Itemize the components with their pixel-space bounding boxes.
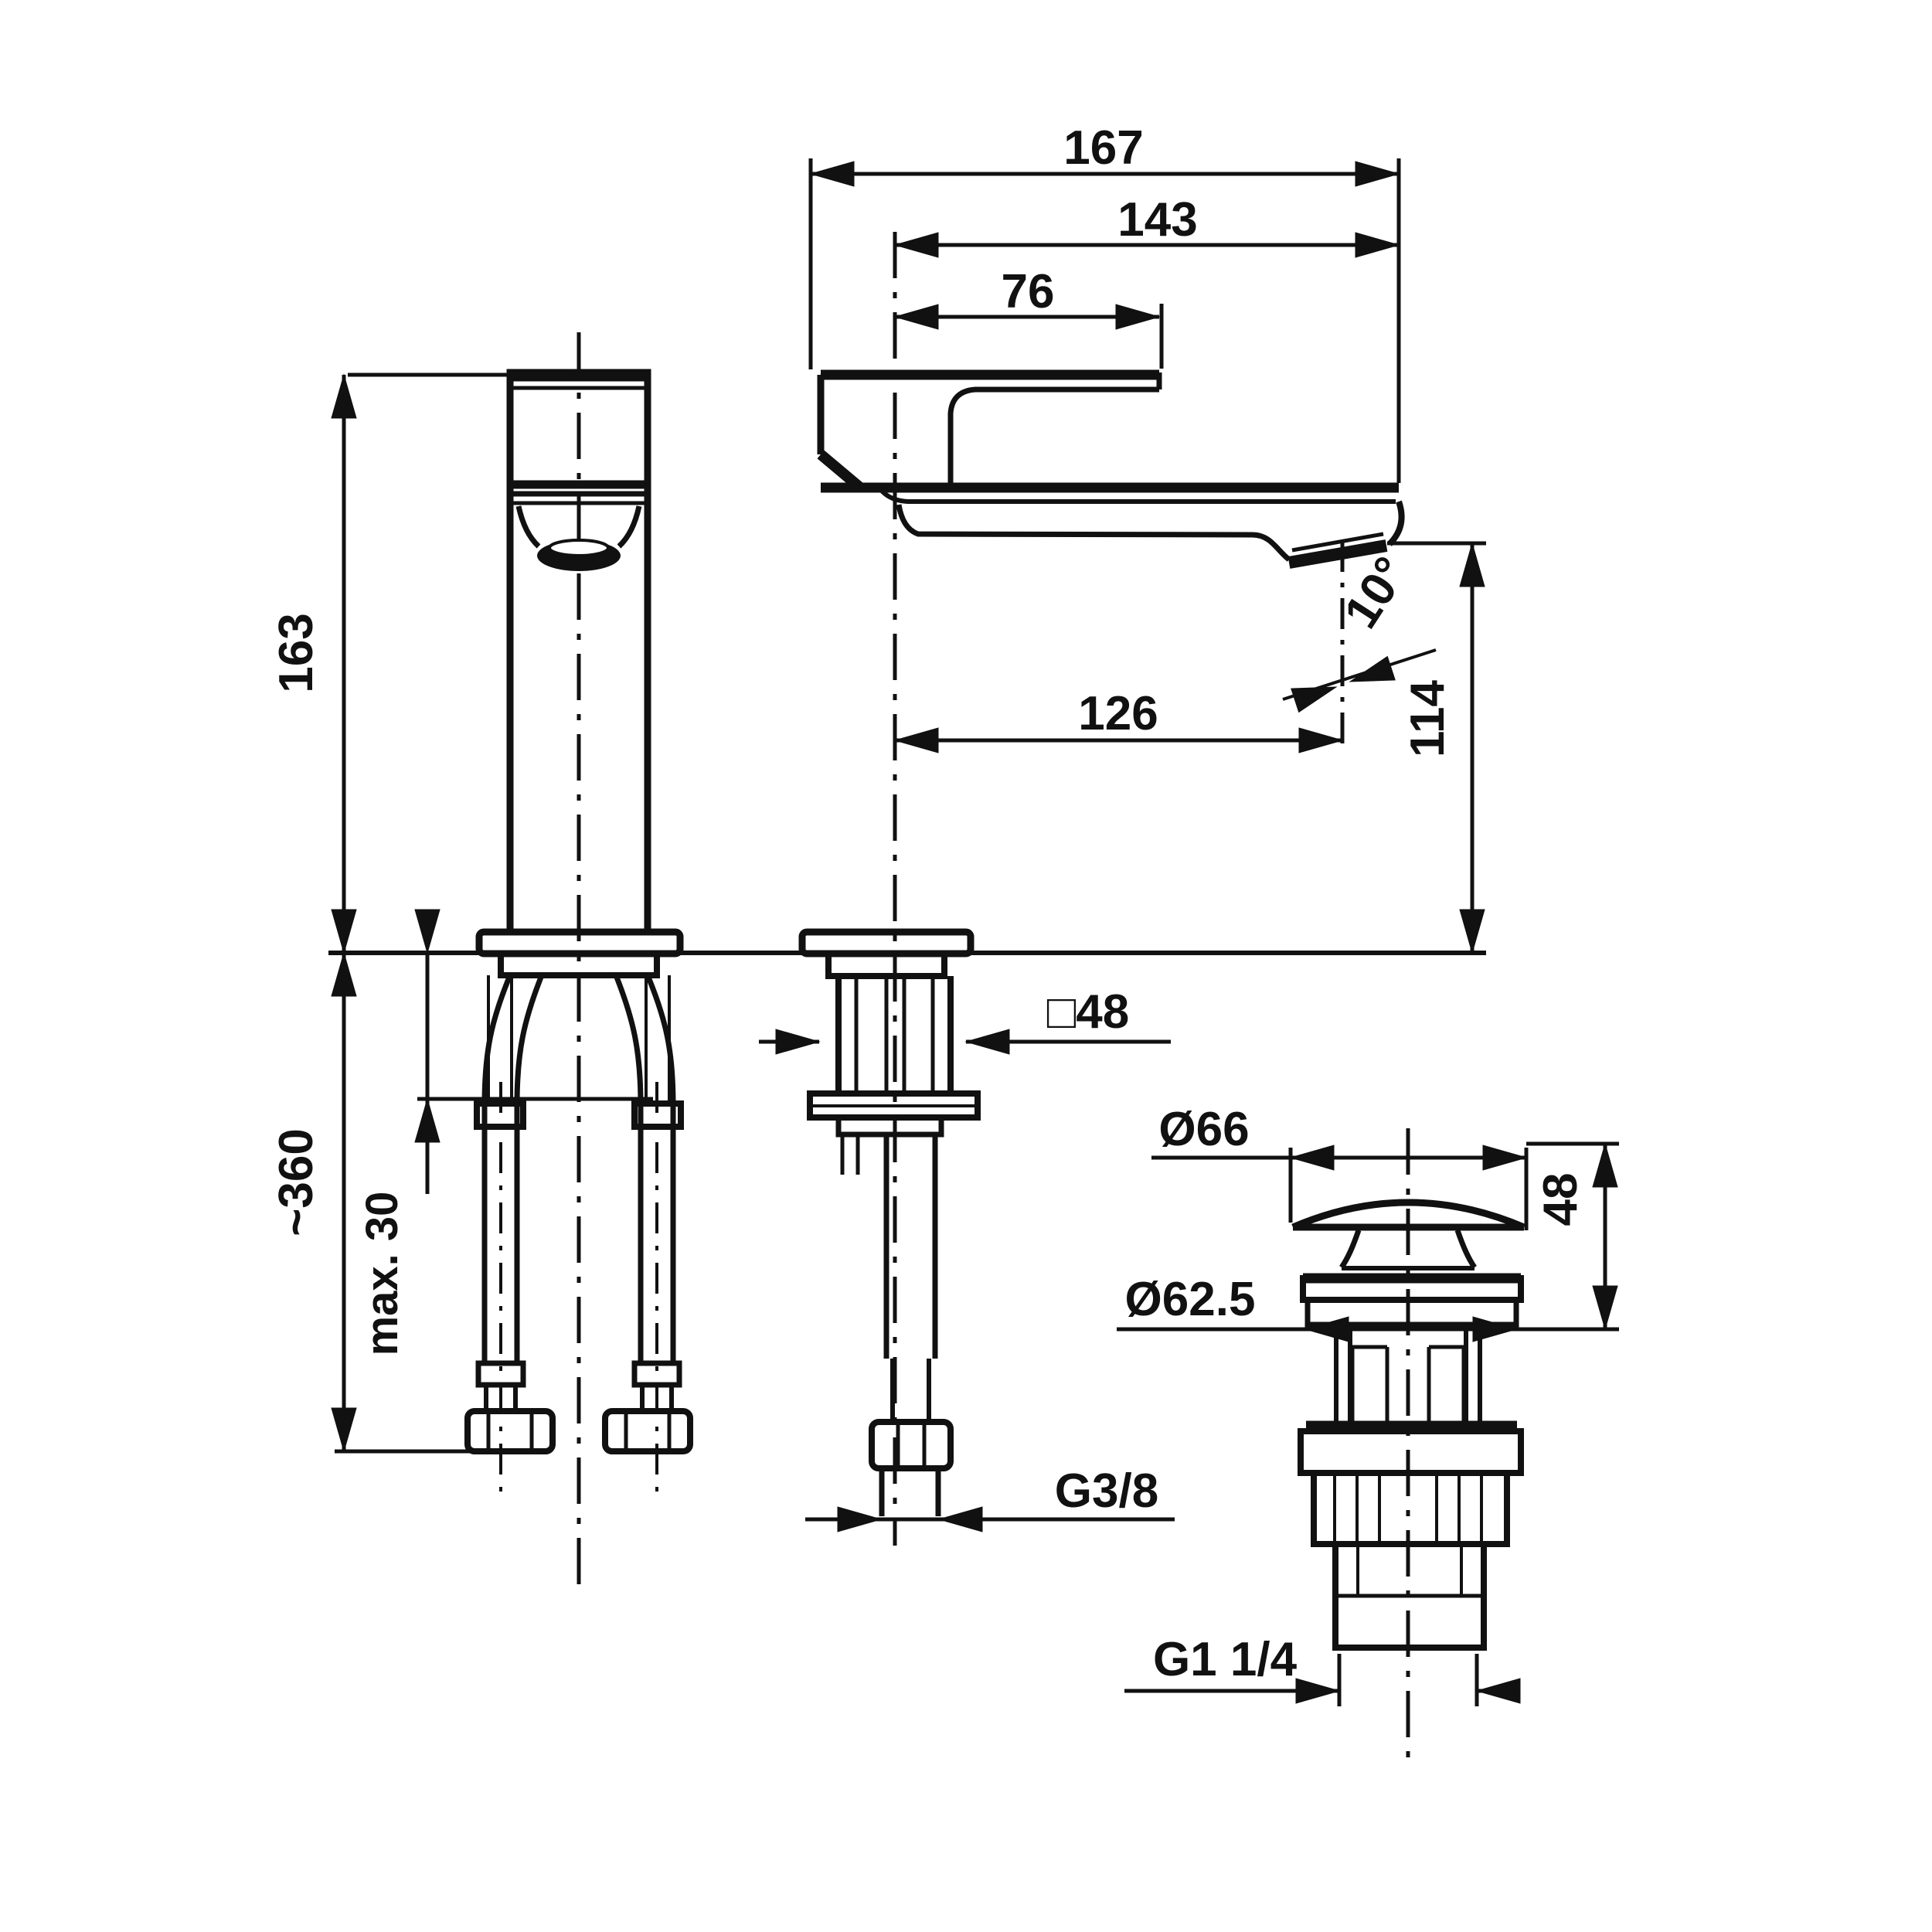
arrow-g114-left [1295,1678,1341,1704]
arrow-g38-left [837,1506,883,1532]
front-aerator-recess-right [617,505,642,549]
front-hose-left-inner [514,974,545,1363]
front-hose-neck-left [484,1385,518,1411]
front-hose-nut-left-facets [486,1411,534,1451]
front-locking-washer [498,951,660,978]
drain-stem-right [1454,1229,1477,1269]
arrow-76-right [1115,304,1161,330]
front-hose-nut-right-facets [624,1411,672,1451]
arrow-66-right [1482,1145,1528,1171]
arrow-143-right [1355,232,1400,258]
side-mounting-nut [835,1114,944,1138]
front-hose-right-outer [645,974,676,1363]
side-spout-front-face [1387,500,1405,546]
side-threaded-stud [840,1134,860,1175]
side-supply-pipe [883,1134,938,1359]
drain-cap-dome [1291,1199,1526,1231]
arrow-g38-right [937,1506,983,1532]
arrow-48sq-left [775,1029,821,1055]
dim-label-total-depth: 167 [1063,121,1143,175]
arrow-76-left [893,304,939,330]
side-spout-top-inner [879,488,1396,504]
side-shank-inner [854,976,935,1094]
dim-label-supply-thread: G3/8 [1055,1464,1158,1518]
arrow-167-right [1355,161,1400,187]
front-hose-right-inner [613,974,644,1363]
arrow-g114-right [1475,1678,1521,1704]
side-shank-outer [835,976,954,1094]
dim-label-spout-projection: 126 [1078,687,1158,740]
front-hose-neck-right [640,1385,674,1411]
dim-label-spout-height: 114 [1401,679,1454,757]
arrow-62-5-right [1472,1316,1518,1342]
dim-label-drain-height: 48 [1534,1173,1587,1226]
arrow-48-top [1592,1142,1618,1188]
side-aerator-face [1287,539,1388,569]
dim-label-body-square: □48 [1047,985,1129,1039]
drain-stem-left [1339,1229,1362,1269]
side-supply-pipe-neck [890,1359,931,1422]
arrow-48sq-right [964,1029,1010,1055]
front-aerator-ring [548,539,610,557]
drain-body-band [1304,1297,1519,1328]
dim-label-drain-thread: G1 1/4 [1153,1633,1298,1686]
side-g38-nut [869,1419,954,1471]
front-hose-nut-right [602,1408,693,1454]
side-handle-front-tilt [817,450,863,492]
arrow-360-bottom [331,1407,357,1453]
dim-label-handle-reach: 76 [1002,265,1055,318]
arrow-143-left [893,232,939,258]
arrow-62-5-left [1304,1316,1349,1342]
arrow-114-top [1459,542,1485,587]
arrow-126-right [1298,727,1344,753]
side-spout-underside-dip [1251,532,1291,562]
drain-thread-lines [1333,1473,1483,1544]
side-view [798,232,1486,1546]
arrow-167-left [809,161,855,187]
front-hose-left-outer [481,974,513,1363]
arrow-48-bottom [1592,1285,1618,1331]
arrow-max30-top [414,909,440,954]
side-shank-pipes [884,976,906,1094]
dim-label-spout-to-handle: 143 [1117,193,1197,247]
dim-label-hose-length: ~360 [270,1128,323,1236]
drain-neck-right [1464,1325,1482,1426]
dimension-annotations [331,158,1619,1706]
arrow-126-left [893,727,939,753]
dim-label-drain-body-diameter: Ø62.5 [1125,1273,1256,1326]
side-g38-nut-facets [896,1422,927,1468]
front-hose-nut-left [464,1408,556,1454]
drain-plug-view [1291,1128,1526,1770]
front-view [328,332,802,1592]
dim-label-max-deck-thickness: max. 30 [357,1192,407,1356]
drain-neck-left [1334,1325,1352,1426]
dim-label-drain-cap-diameter: Ø66 [1158,1103,1249,1156]
arrow-163-top [331,373,357,419]
arrow-10deg-right [1349,655,1396,682]
arrow-114-bottom [1459,909,1485,954]
side-spout-underside [896,504,1253,538]
arrow-max30-bottom [414,1097,440,1143]
drain-tailpiece-inner [1356,1544,1463,1596]
dim-label-body-height: 163 [270,613,323,692]
arrow-10deg-left [1291,686,1338,713]
ext-lines-g114 [1337,1654,1479,1706]
side-aerator-face-top [1291,532,1384,553]
drain-slot-left [1350,1345,1389,1426]
front-aerator-recess-left [515,505,541,549]
arrow-360-top [331,951,357,997]
arrow-163-bottom [331,909,357,954]
side-pipe-end [879,1468,941,1516]
side-lever-underside [947,386,1159,485]
drain-slot-right [1427,1345,1466,1426]
arrow-66-left [1289,1145,1335,1171]
